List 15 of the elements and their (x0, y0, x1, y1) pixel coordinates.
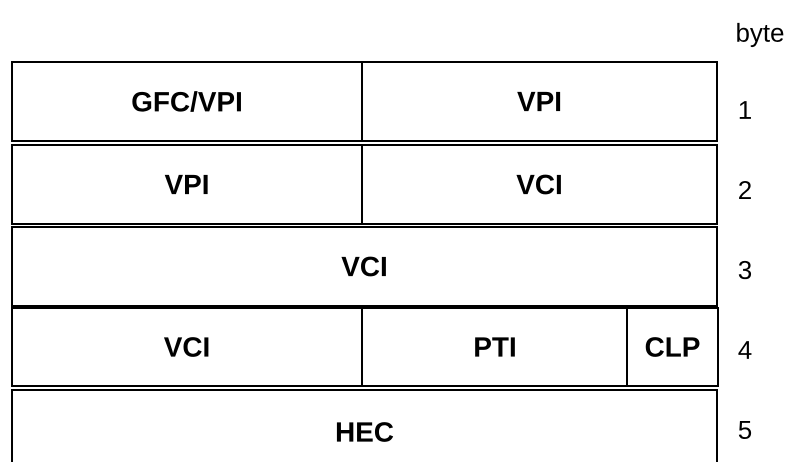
byte-number: 2 (739, 180, 751, 200)
field-box: VCI (361, 144, 718, 225)
field-box: VPI (361, 61, 718, 142)
byte-number: 3 (738, 260, 752, 280)
field-box: VPI (11, 144, 363, 225)
field-box: VCI (11, 307, 363, 387)
field-box: VCI (11, 226, 718, 307)
field-box: CLP (626, 307, 719, 387)
byte-number: 1 (740, 101, 751, 119)
byte-number: 5 (738, 420, 752, 440)
column-heading: byte (737, 22, 784, 48)
byte-number: 4 (738, 341, 752, 359)
field-box: GFC/VPI (11, 61, 363, 142)
field-box: PTI (361, 307, 628, 387)
field-box: HEC (11, 389, 718, 462)
